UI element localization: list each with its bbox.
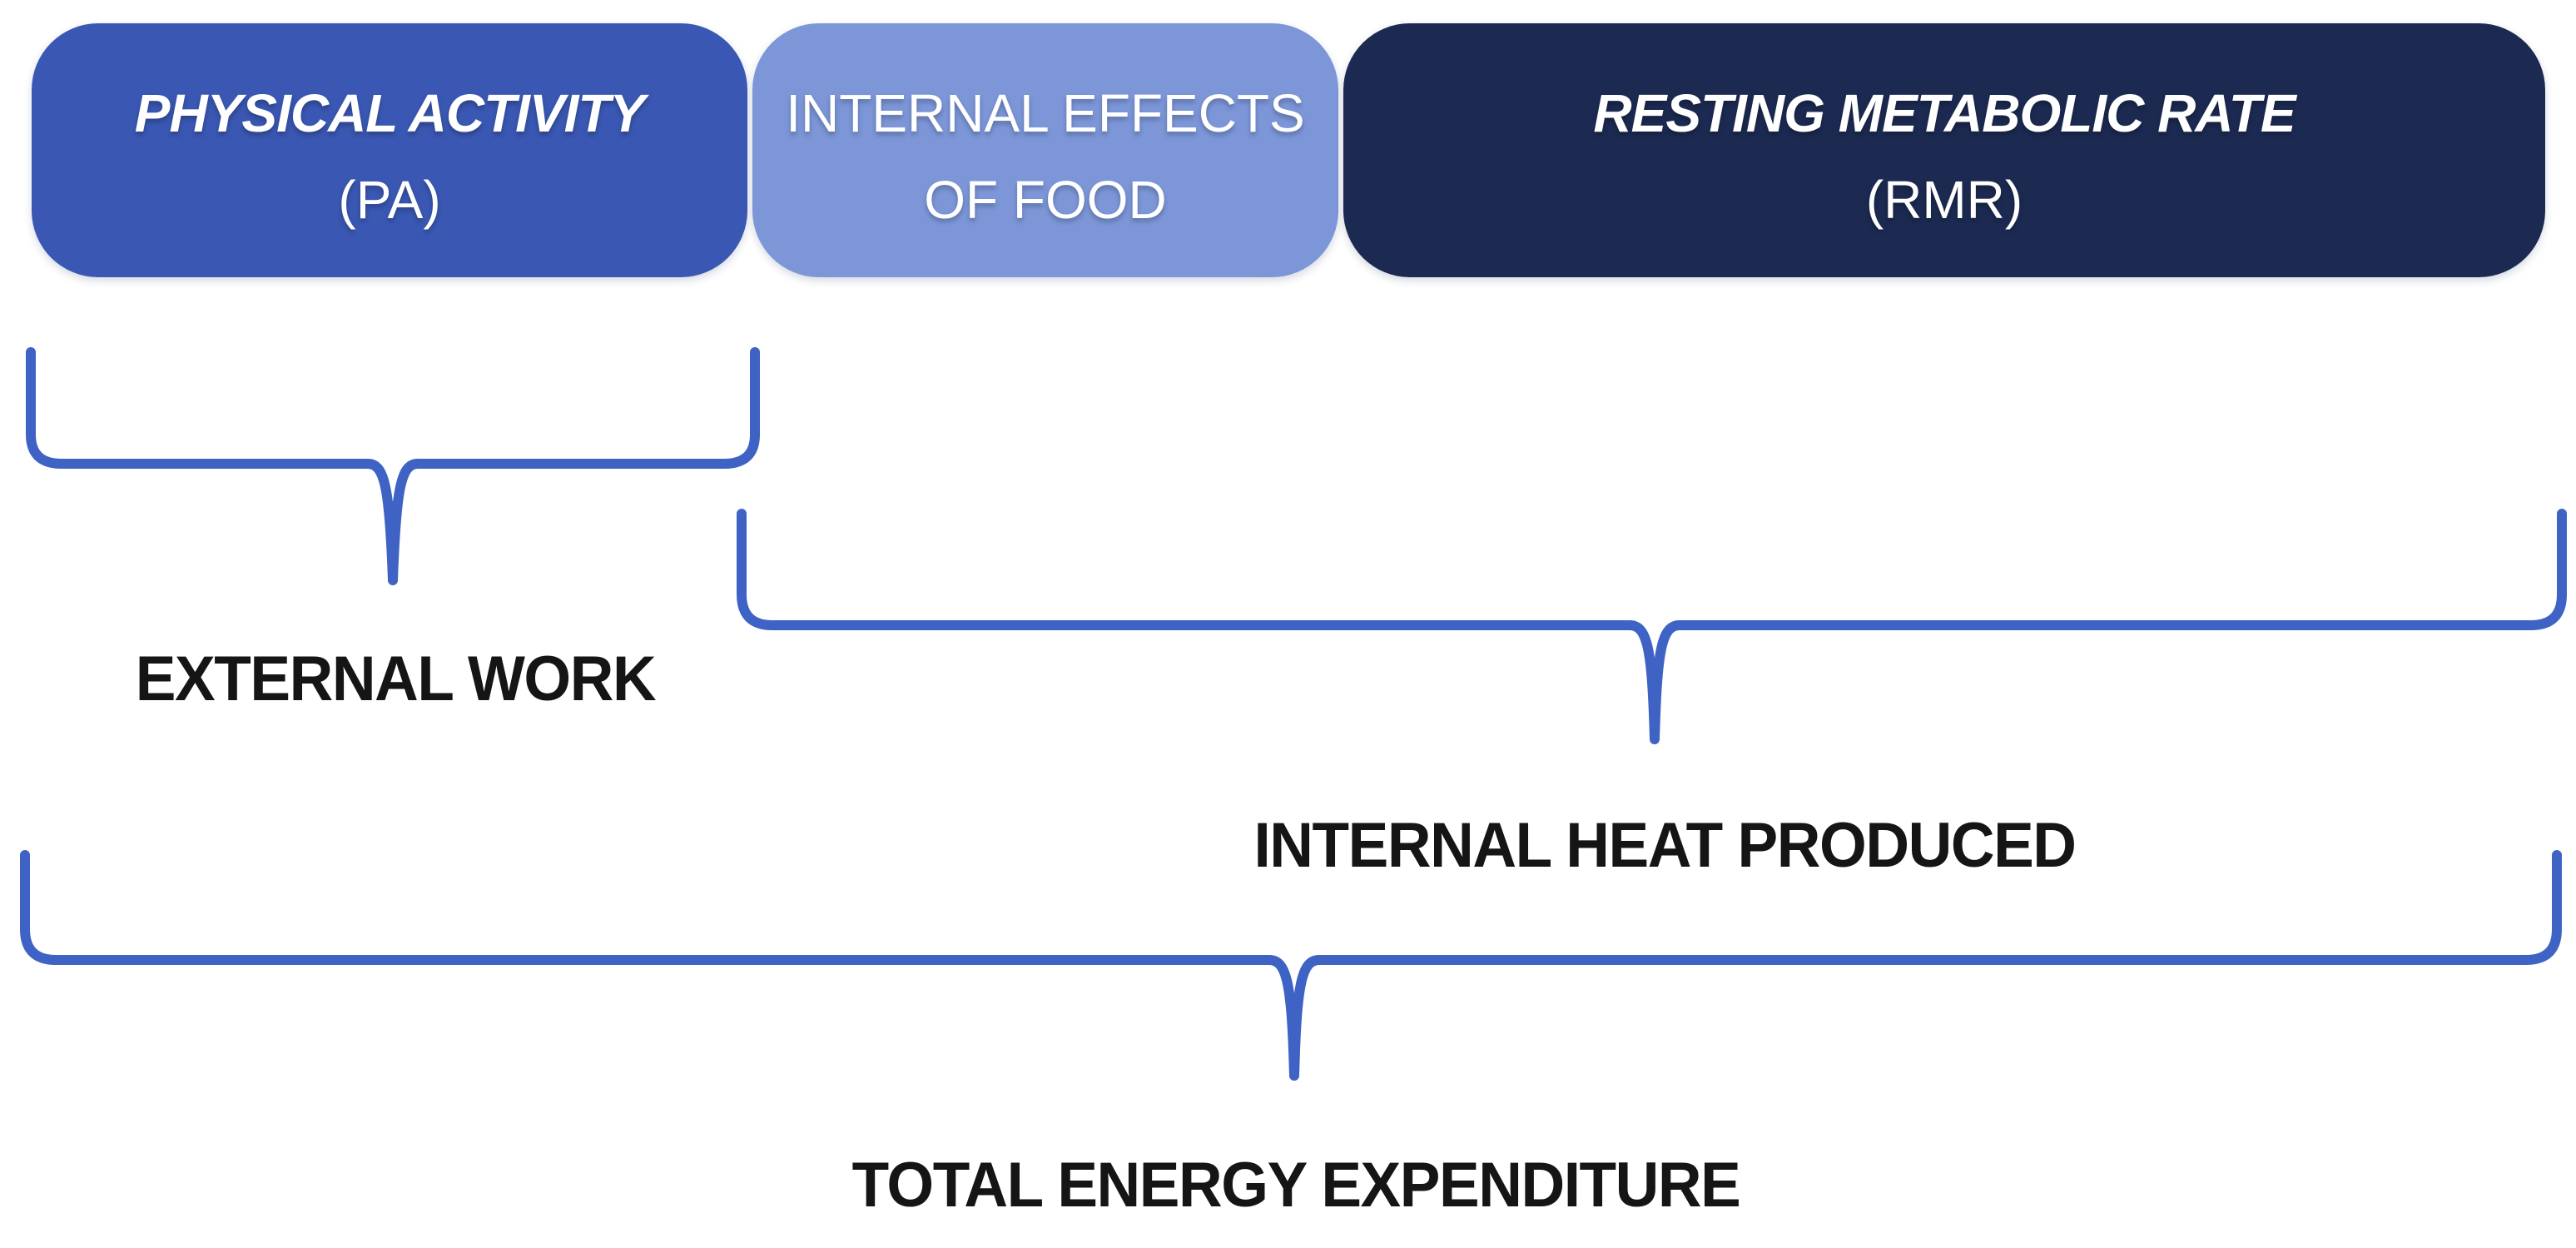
- box-physical-activity-abbreviation: (PA): [338, 169, 441, 230]
- label-external-work: EXTERNAL WORK: [135, 644, 657, 714]
- box-internal-effects-of-food: INTERNAL EFFECTS OF FOOD: [752, 23, 1338, 277]
- box-internal-effects-title-line2: OF FOOD: [924, 169, 1167, 230]
- total-energy-brace-icon: [20, 850, 2562, 1081]
- internal-heat-brace-icon: [737, 509, 2567, 744]
- box-resting-metabolic-rate-abbreviation: (RMR): [1865, 169, 2023, 230]
- box-internal-effects-title-line1: INTERNAL EFFECTS: [786, 82, 1305, 143]
- box-resting-metabolic-rate-title: RESTING METABOLIC RATE: [1593, 82, 2296, 143]
- label-internal-heat-produced: INTERNAL HEAT PRODUCED: [1253, 810, 2077, 881]
- box-physical-activity: PHYSICAL ACTIVITY (PA): [32, 23, 747, 277]
- external-work-brace-icon: [26, 347, 760, 585]
- box-resting-metabolic-rate: RESTING METABOLIC RATE (RMR): [1343, 23, 2545, 277]
- box-physical-activity-title: PHYSICAL ACTIVITY: [134, 82, 645, 143]
- label-total-energy-expenditure: TOTAL ENERGY EXPENDITURE: [851, 1150, 1741, 1221]
